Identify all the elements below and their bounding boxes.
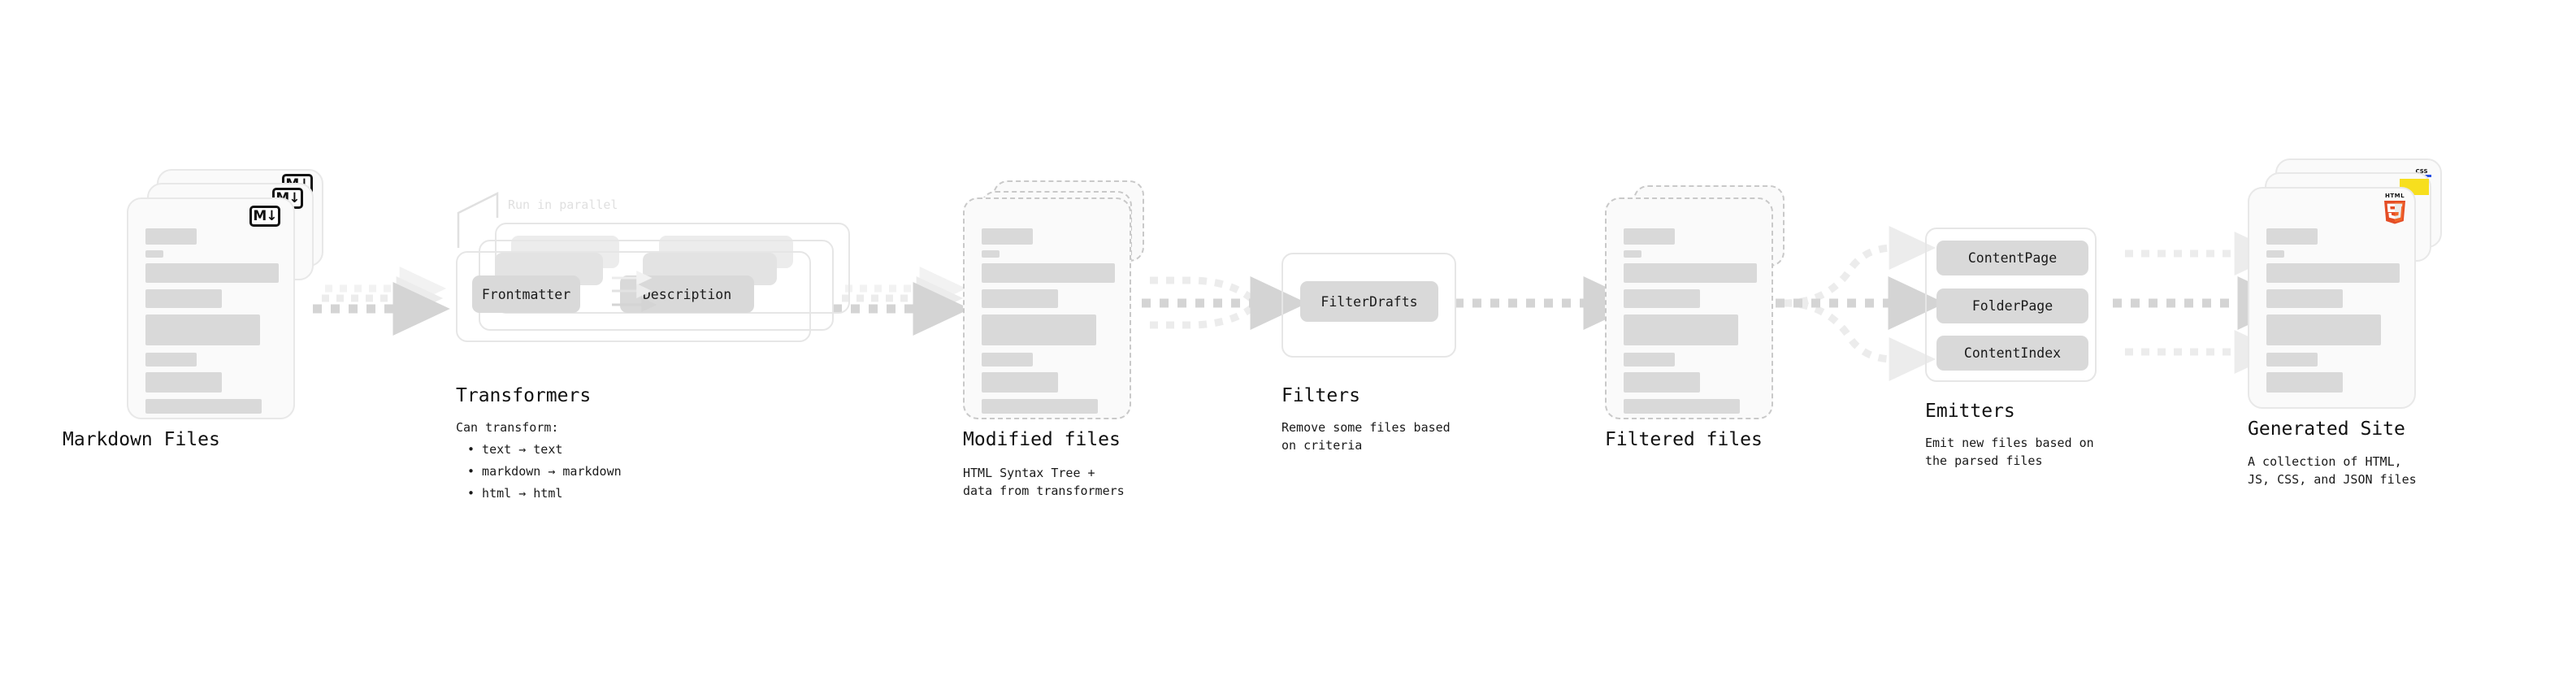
emitter-chip-contentindex[interactable]: ContentIndex xyxy=(1936,336,2088,371)
skeleton-bar xyxy=(1624,353,1675,367)
markdown-card-front xyxy=(127,197,295,419)
transformer-chip-frontmatter[interactable]: Frontmatter xyxy=(472,275,580,313)
emitter-chip-contentpage[interactable]: ContentPage xyxy=(1936,241,2088,275)
stage-generated-site: CSS HTML xyxy=(2248,158,2442,487)
skeleton-bar xyxy=(982,372,1058,393)
emitters-group-box: ContentPage FolderPage ContentIndex xyxy=(1925,228,2097,382)
skeleton-bar xyxy=(1624,314,1738,345)
modified-files-subtitle: HTML Syntax Tree + data from transformer… xyxy=(963,466,1125,498)
transformers-bullet-0: • text → text xyxy=(467,442,563,457)
skeleton-bar xyxy=(1624,289,1700,308)
html5-badge: HTML xyxy=(2381,190,2409,226)
skeleton-bar xyxy=(982,263,1115,283)
skeleton-bar xyxy=(2266,314,2381,345)
skeleton-bar xyxy=(1624,263,1757,283)
skeleton-bar xyxy=(982,314,1096,345)
transformers-bullet-1: • markdown → markdown xyxy=(467,464,622,479)
markdown-badge-front: M↓ xyxy=(249,206,280,227)
skeleton-bar xyxy=(982,228,1033,245)
transformer-inner-arrows xyxy=(612,271,657,312)
emitter-chip-folderpage[interactable]: FolderPage xyxy=(1936,288,2088,323)
skeleton-bar xyxy=(1624,372,1700,393)
skeleton-bar xyxy=(2266,263,2400,283)
site-card-front xyxy=(2248,187,2416,409)
skeleton-bar xyxy=(145,289,222,308)
filters-title: Filters xyxy=(1281,385,1360,406)
skeleton-bar xyxy=(145,314,260,345)
transformers-bullet-2: • html → html xyxy=(467,486,563,501)
filtered-card-front xyxy=(1605,197,1773,419)
modified-card-front xyxy=(963,197,1131,419)
arrow-modified-to-filters xyxy=(1142,276,1308,330)
skeleton-bar xyxy=(1624,228,1675,245)
skeleton-bar xyxy=(982,399,1098,414)
emitters-subtitle: Emit new files based on the parsed files xyxy=(1925,436,2094,468)
arrow-filtered-to-emitters xyxy=(1776,226,1945,381)
skeleton-bar xyxy=(145,399,262,414)
skeleton-bar xyxy=(145,372,222,393)
markdown-files-title: Markdown Files xyxy=(63,429,220,450)
run-in-parallel-label: Run in parallel xyxy=(508,197,618,212)
skeleton-bar xyxy=(145,353,197,367)
skeleton-bar xyxy=(982,353,1033,367)
stage-filtered-files: Filtered files xyxy=(1605,185,1785,450)
transformers-title: Transformers xyxy=(456,385,592,406)
generated-site-title: Generated Site xyxy=(2248,419,2405,440)
skeleton-bar xyxy=(2266,353,2318,367)
skeleton-bar xyxy=(2266,289,2343,308)
skeleton-bar xyxy=(145,228,197,245)
filters-group-box: FilterDrafts xyxy=(1281,253,1456,358)
generated-site-subtitle: A collection of HTML, JS, CSS, and JSON … xyxy=(2248,454,2417,487)
stage-transformers: Run in parallel Frontmatter Description … xyxy=(0,0,861,520)
stage-markdown-files: M↓ M↓ M↓ Markdown Files xyxy=(0,0,341,488)
arrow-transformers-to-modified xyxy=(833,267,970,336)
modified-files-title: Modified files xyxy=(963,429,1121,450)
skeleton-bar xyxy=(982,289,1058,308)
skeleton-bar xyxy=(1624,250,1641,258)
stage-modified-files: Modified files HTML Syntax Tree + data f… xyxy=(0,0,1186,520)
svg-text:CSS: CSS xyxy=(2415,168,2427,175)
skeleton-bar xyxy=(982,250,1000,258)
run-in-parallel-bracket xyxy=(457,191,499,248)
stage-emitters: ContentPage FolderPage ContentIndex Emit… xyxy=(1925,228,2097,468)
skeleton-bar xyxy=(2266,372,2343,393)
filtered-files-title: Filtered files xyxy=(1605,429,1763,450)
arrow-markdown-to-transformers xyxy=(313,267,450,336)
skeleton-bar xyxy=(145,263,279,283)
arrow-emitters-to-site xyxy=(2113,232,2295,374)
emitters-title: Emitters xyxy=(1925,401,2015,422)
skeleton-bar xyxy=(145,250,163,258)
skeleton-bar xyxy=(1624,399,1740,414)
skeleton-bar xyxy=(2266,228,2318,245)
transformers-subtitle: Can transform: xyxy=(456,420,559,435)
filter-chip-filterdrafts[interactable]: FilterDrafts xyxy=(1300,281,1438,322)
svg-text:HTML: HTML xyxy=(2385,193,2405,199)
filters-subtitle: Remove some files based on criteria xyxy=(1281,420,1451,453)
stage-filters: FilterDrafts Filters Remove some files b… xyxy=(0,0,1511,520)
skeleton-bar xyxy=(2266,250,2284,258)
